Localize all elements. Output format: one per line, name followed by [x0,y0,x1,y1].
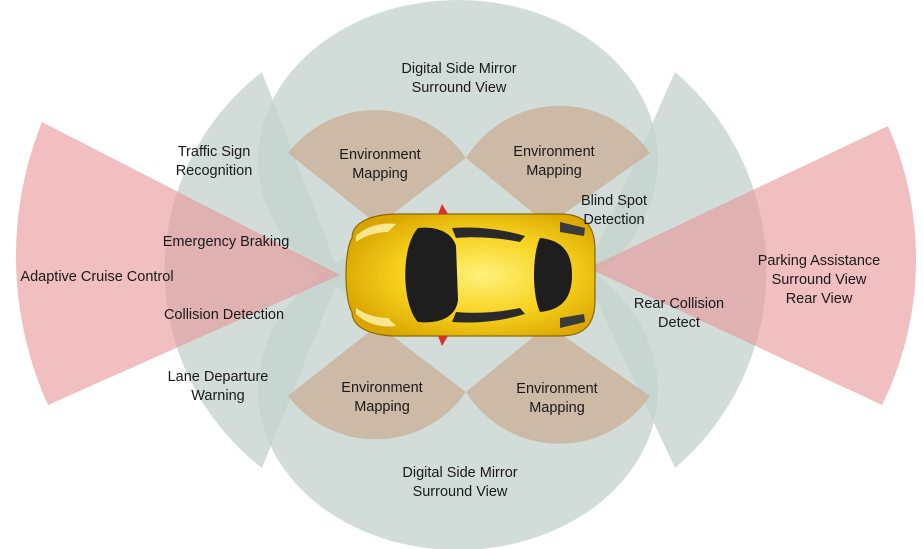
car-windshield [405,227,458,323]
label-line: Recognition [176,163,253,179]
label-line: Lane Departure [168,369,269,385]
label-line: Rear View [786,291,853,307]
car-top-view [345,204,596,346]
car-rear-window [534,238,572,312]
label-line: Digital Side Mirror [402,465,517,481]
label-line: Warning [191,388,244,404]
label-line: Detection [583,212,644,228]
zone-env-mapping-front-left [288,110,466,225]
label-collision-detection: Collision Detection [164,307,284,323]
label-line: Environment [341,380,422,396]
label-line: Emergency Braking [163,234,290,250]
label-line: Parking Assistance [758,253,881,269]
rear-vent-bottom [560,314,585,328]
car-side-window-right [452,308,525,323]
label-line: Surround View [413,484,508,500]
label-line: Traffic Sign [178,144,251,160]
label-line: Mapping [526,163,582,179]
label-line: Blind Spot [581,193,647,209]
label-line: Detect [658,315,700,331]
mirror-right [438,336,448,346]
car-body [345,213,596,337]
zone-env-mapping-front-right [288,325,466,440]
label-line: Environment [339,147,420,163]
label-line: Surround View [772,272,867,288]
label-line: Collision Detection [164,307,284,323]
headlight-right [356,308,396,327]
label-line: Digital Side Mirror [401,61,516,77]
mirror-left [438,204,448,214]
zone-rear-long-range [588,126,917,405]
zone-env-mapping-rear-left [466,105,650,225]
zone-env-mapping-rear-right [466,325,650,444]
label-line: Mapping [354,399,410,415]
label-line: Adaptive Cruise Control [20,269,173,285]
label-line: Environment [513,144,594,160]
label-emergency-braking: Emergency Braking [163,234,290,250]
headlight-left [356,223,396,242]
label-line: Environment [516,381,597,397]
label-line: Mapping [529,400,585,416]
label-line: Rear Collision [634,296,724,312]
rear-vent-top [560,222,585,236]
car-side-window-left [452,227,525,242]
label-line: Surround View [412,80,507,96]
label-adaptive-cruise: Adaptive Cruise Control [20,269,173,285]
zone-front-long-range [15,122,340,405]
label-line: Mapping [352,166,408,182]
